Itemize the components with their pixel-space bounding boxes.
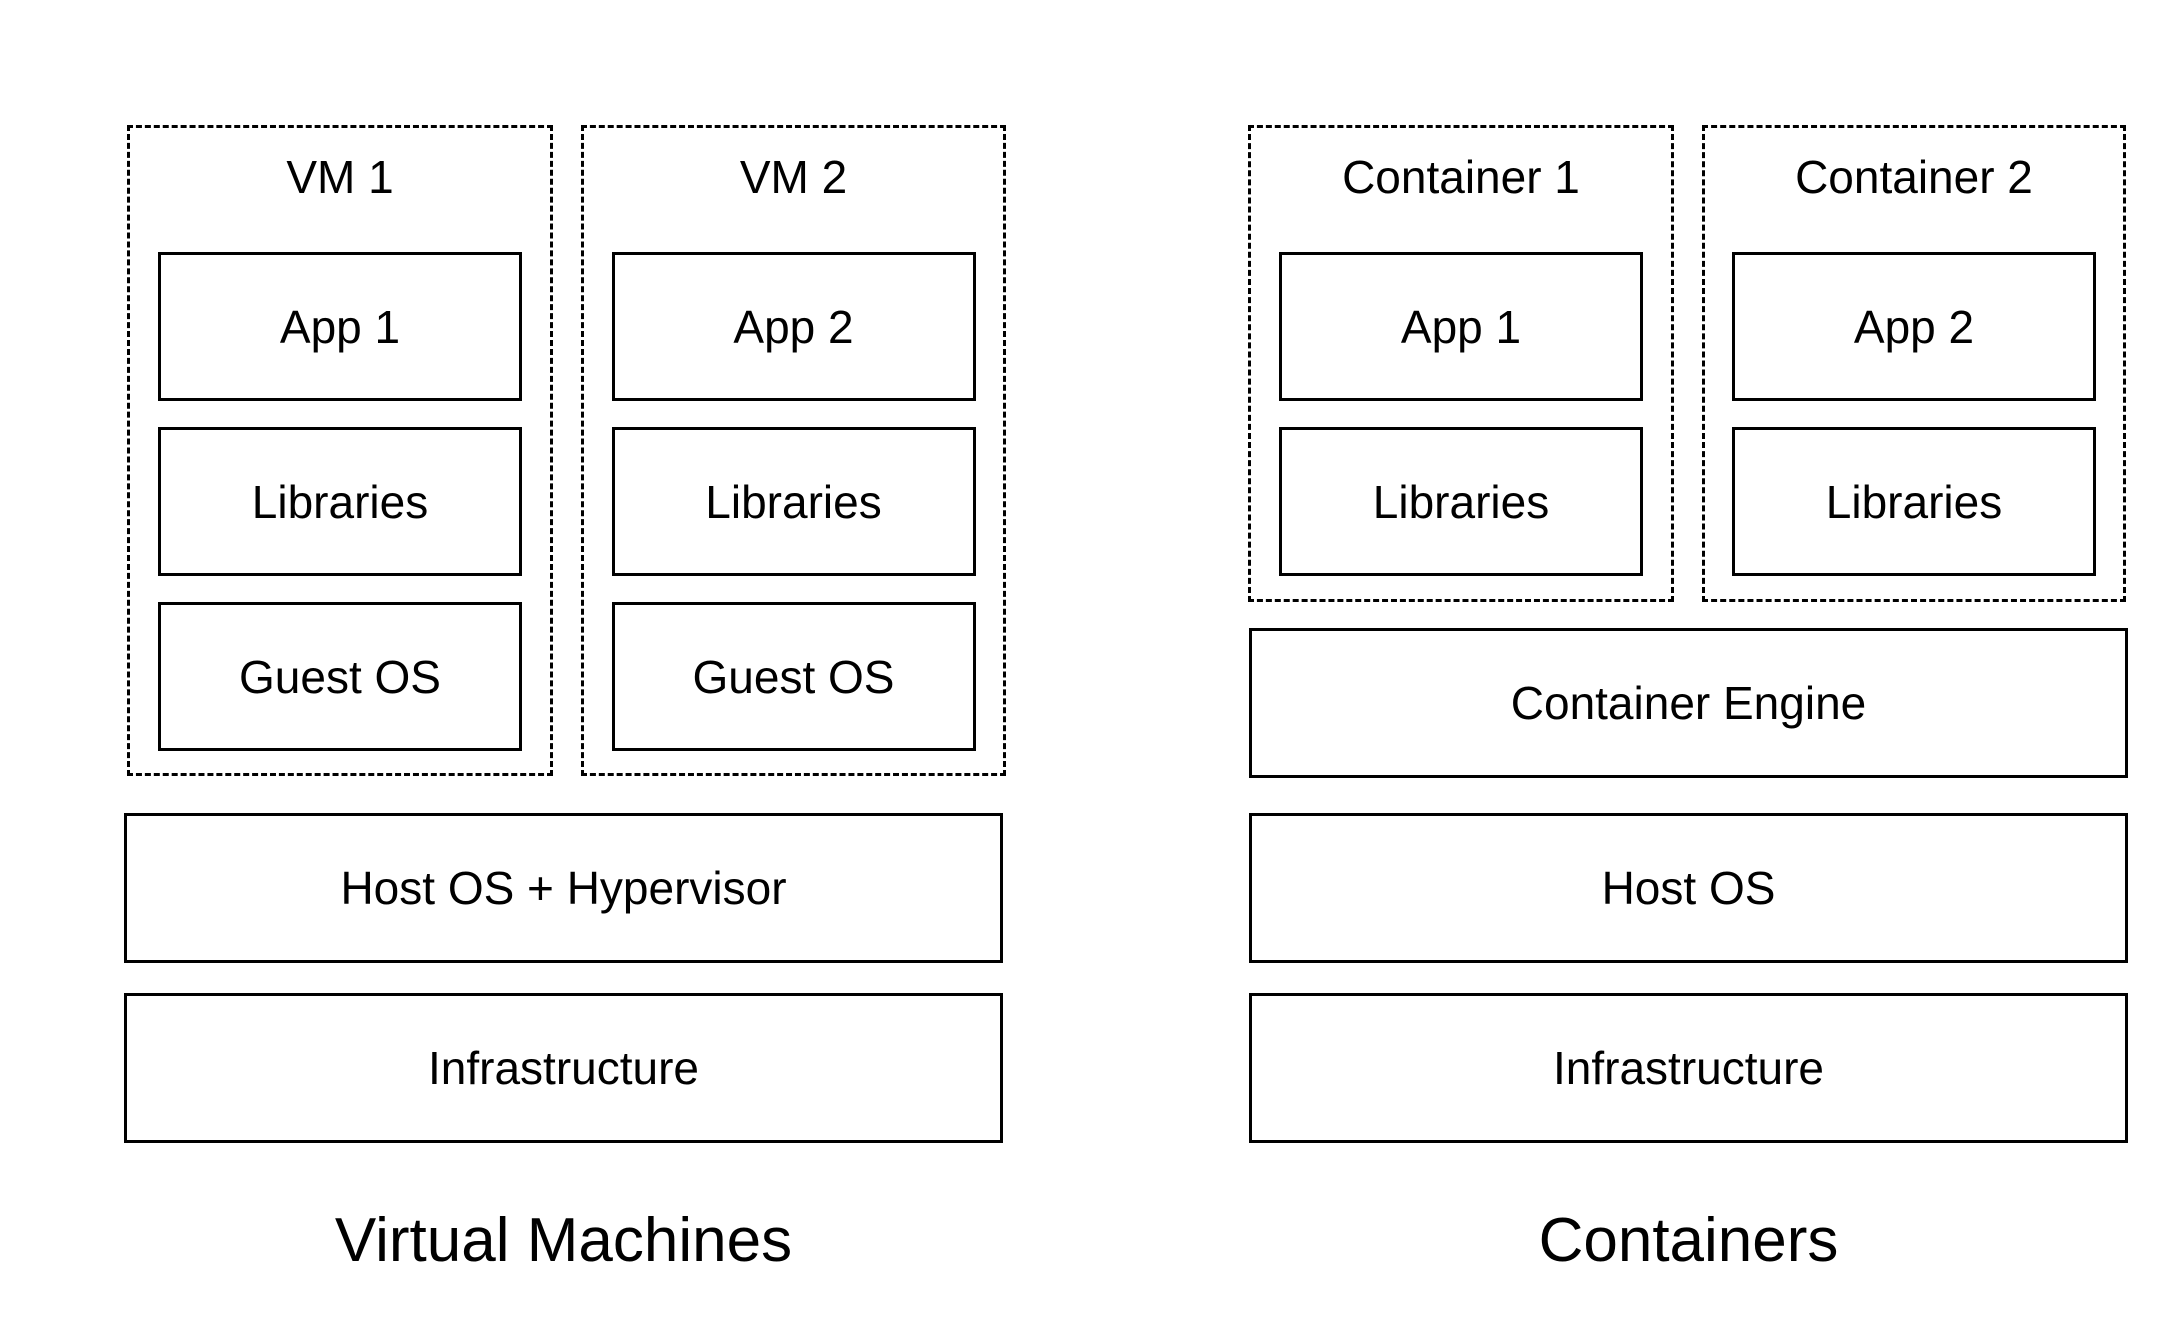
vm2-libraries-box: Libraries [611,427,976,576]
vm1-title: VM 1 [286,151,394,203]
vm2-title: VM 2 [739,151,848,203]
vm1-libraries-box: Libraries [158,427,522,576]
virtual-machines-caption: Virtual Machines [334,1206,793,1275]
container1-group-box: Container 1 App 1 Libraries [1248,125,1674,602]
container2-title: Container 2 [1795,151,2033,203]
vm2-guest-os-box: Guest OS [611,602,976,751]
vm1-guest-os-box: Guest OS [158,602,522,751]
vm1-app-box: App 1 [158,252,522,401]
host-os-hypervisor-box: Host OS + Hypervisor [124,813,1003,963]
container1-app-box: App 1 [1279,252,1643,401]
container2-app-box: App 2 [1732,252,2096,401]
vm-infrastructure-box: Infrastructure [124,993,1003,1143]
host-os-box: Host OS [1249,813,2128,963]
vm2-group-box: VM 2 App 2 Libraries Guest OS [581,125,1006,776]
container-engine-box: Container Engine [1249,628,2128,778]
container-infrastructure-box: Infrastructure [1249,993,2128,1143]
container1-title: Container 1 [1342,151,1580,203]
vm1-group-box: VM 1 App 1 Libraries Guest OS [127,125,553,776]
container2-group-box: Container 2 App 2 Libraries [1702,125,2126,602]
container2-libraries-box: Libraries [1732,427,2096,576]
containers-caption: Containers [1538,1206,1839,1275]
container1-libraries-box: Libraries [1279,427,1643,576]
vm2-app-box: App 2 [611,252,976,401]
